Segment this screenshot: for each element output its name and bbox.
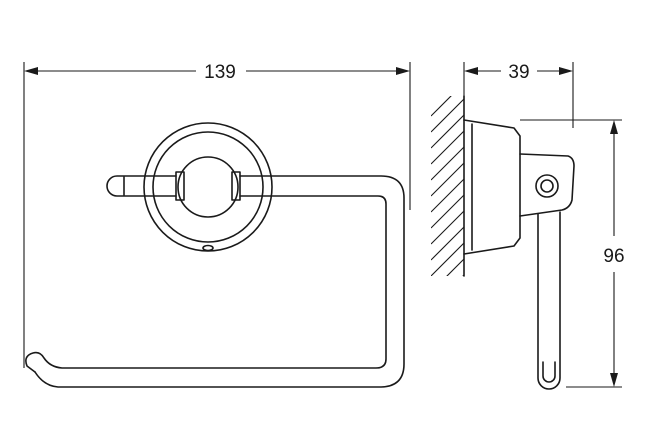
width-dimension: 139 [23,62,411,368]
side-view: 39 96 [431,62,625,390]
holder-head [519,153,575,217]
holder-arm-profile [537,211,561,390]
holder-bar [25,171,405,388]
front-view: 139 [23,62,411,388]
height-dimension: 96 [520,119,625,388]
depth-dimension: 39 [463,62,574,128]
rosette [143,122,273,252]
wall [431,95,465,277]
depth-dimension-label: 39 [508,62,529,83]
base-plate-profile [463,119,521,255]
width-dimension-label: 139 [204,62,236,83]
height-dimension-label: 96 [603,246,624,267]
